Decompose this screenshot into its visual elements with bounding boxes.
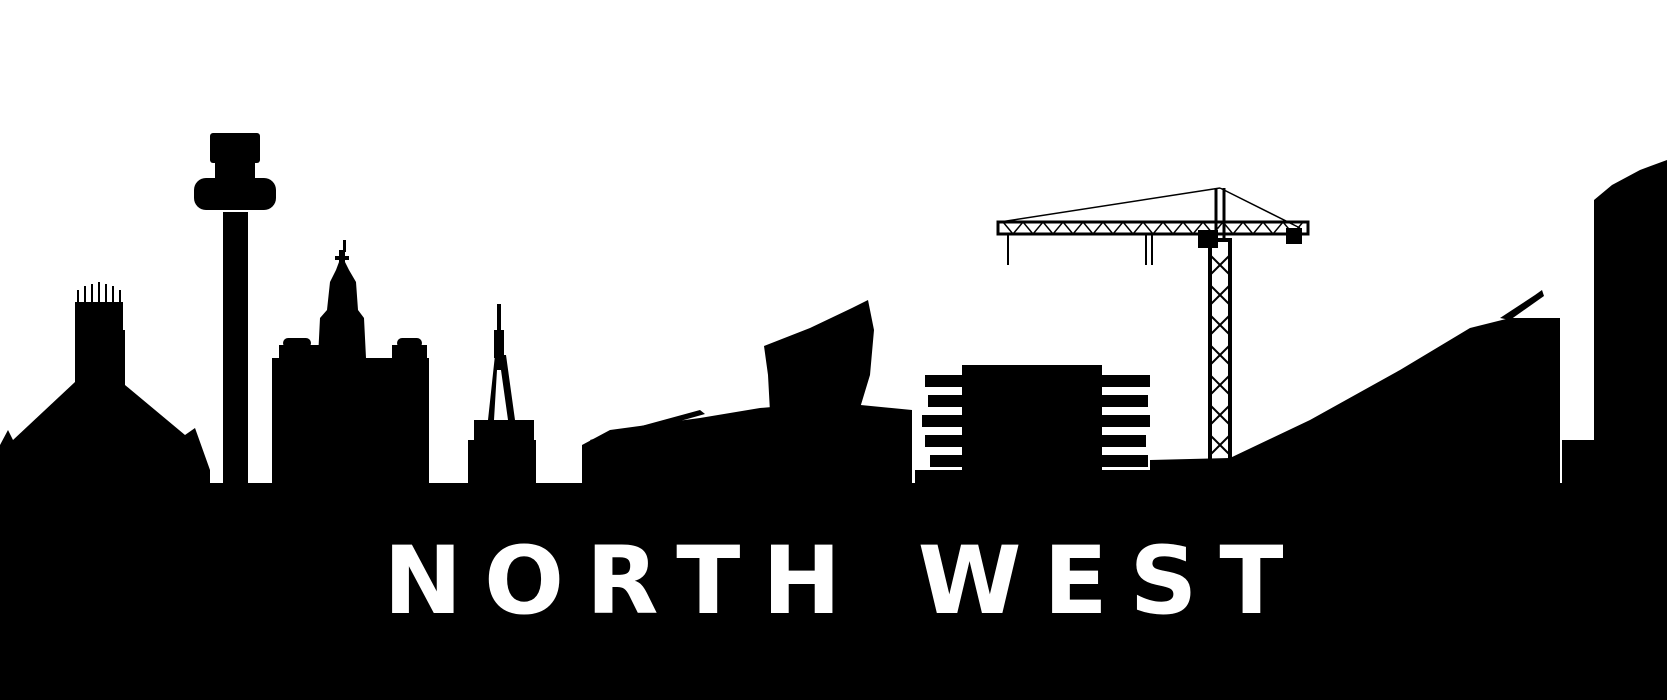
crane-counterweight (1286, 228, 1302, 244)
tall-tower-icon (1562, 160, 1667, 485)
skyline-fill (0, 133, 1667, 700)
dockside-crane-icon (468, 304, 536, 485)
crane-cab (1198, 230, 1218, 248)
ground-band (0, 483, 1667, 700)
clock-tower-building-icon (272, 240, 429, 485)
sloped-building-icon (1150, 290, 1560, 485)
radio-tower-icon (194, 133, 276, 485)
cathedral-tower-icon (0, 282, 210, 485)
museum-building-icon (582, 300, 912, 485)
apartment-block-icon (915, 365, 1150, 485)
banner-title: NORTH WEST (383, 527, 1306, 636)
